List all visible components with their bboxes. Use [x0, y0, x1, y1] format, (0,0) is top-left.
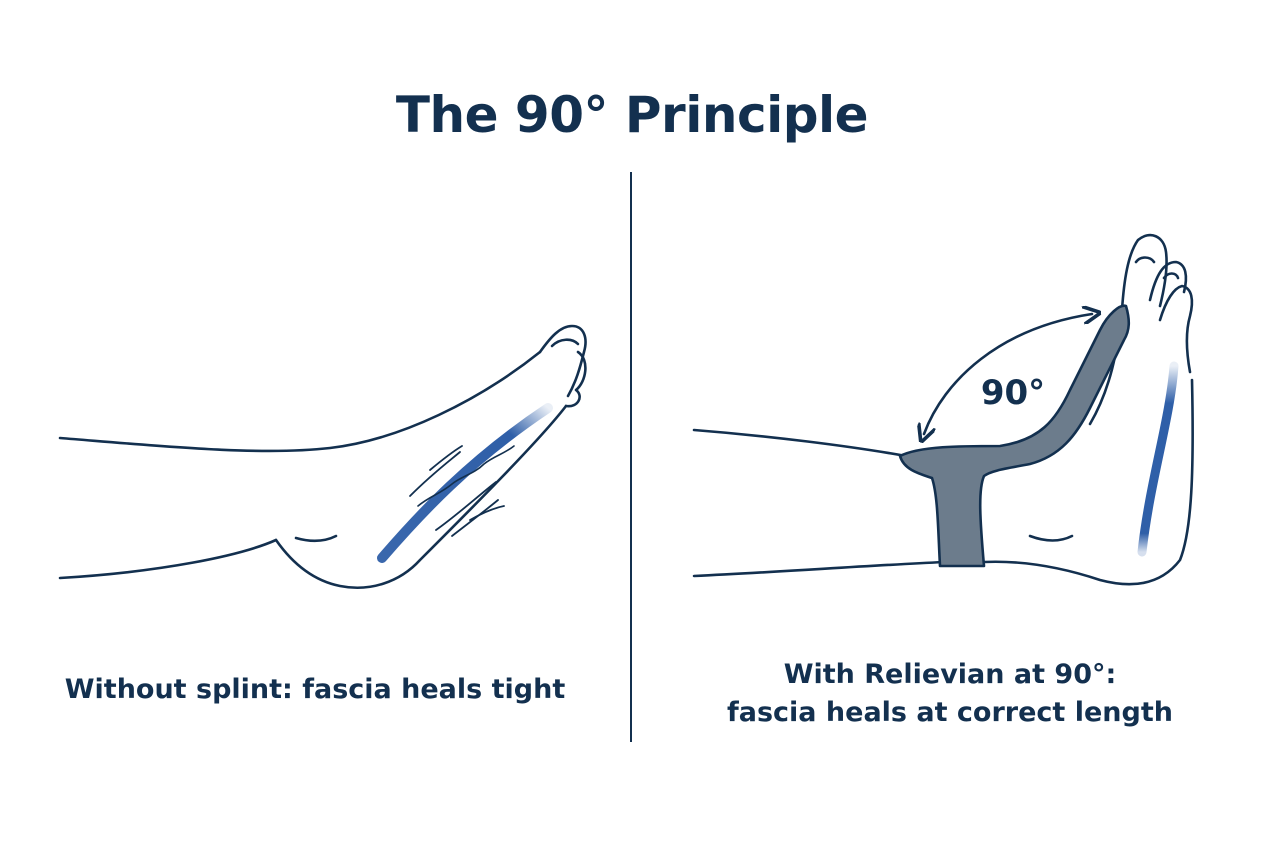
heel-bottom-outline — [982, 378, 1194, 586]
toe-detail — [1162, 272, 1180, 280]
toe-detail — [1134, 256, 1156, 264]
panel-divider — [630, 172, 632, 742]
strain-line — [409, 451, 461, 497]
right-caption-line-2: fascia heals at correct length — [727, 697, 1173, 728]
left-caption-text: Without splint: fascia heals tight — [64, 674, 566, 705]
right-caption-line-1: With Relievian at 90°: — [783, 659, 1117, 690]
foot-without-splint-illustration — [58, 324, 587, 590]
toe-outline — [1148, 260, 1188, 302]
left-caption: Without splint: fascia heals tight — [30, 671, 600, 709]
angle-label: 90° — [981, 373, 1045, 413]
small-toes-outline — [564, 350, 587, 408]
foot-with-splint-illustration: 90° — [692, 233, 1194, 586]
angle-arc-arrow — [924, 314, 1092, 434]
ankle-crease — [294, 534, 338, 543]
leg-bottom-outline — [692, 560, 946, 578]
sole-outline — [274, 404, 568, 590]
leg-top-outline — [692, 428, 908, 458]
strain-line — [469, 505, 505, 521]
leg-bottom-outline — [58, 538, 278, 580]
big-toe-outline — [538, 324, 587, 398]
fascia-band — [1137, 361, 1179, 557]
page-title: The 90° Principle — [395, 86, 869, 144]
strain-line — [435, 481, 497, 531]
strain-line — [429, 445, 463, 471]
splint-shape — [898, 304, 1131, 568]
toenail — [550, 338, 580, 348]
leg-top-outline — [58, 350, 542, 453]
right-caption: With Relievian at 90°: fascia heals at c… — [660, 656, 1240, 732]
fascia-wrinkle — [417, 445, 515, 507]
toe-outline — [1158, 284, 1194, 374]
ankle-crease — [1028, 534, 1074, 542]
